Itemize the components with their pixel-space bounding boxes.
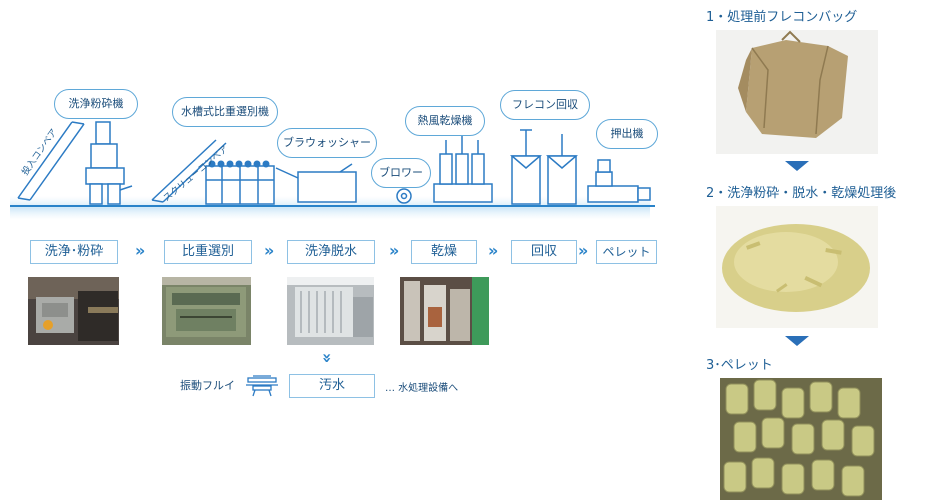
flow-arrow-2: » bbox=[264, 241, 274, 260]
brush-washer-bubble: ブラウォッシャー bbox=[277, 128, 377, 158]
flow-arrow-1: » bbox=[135, 241, 145, 260]
stage2-title: 2・洗浄粉砕・脱水・乾燥処理後 bbox=[706, 186, 897, 201]
hot-air-dryer-bubble: 熱風乾燥機 bbox=[405, 106, 485, 136]
stage1-title: 1・処理前フレコンバッグ bbox=[706, 10, 858, 25]
washing-crusher-bubble: 洗浄粉砕機 bbox=[54, 89, 138, 119]
vibrating-sieve-icon bbox=[246, 375, 278, 397]
extruder-bubble: 押出機 bbox=[596, 119, 658, 149]
flecon-recovery-graphic bbox=[509, 129, 579, 205]
photo-gravity-separator bbox=[162, 277, 251, 345]
photo-crushed-flakes bbox=[716, 206, 878, 328]
photo-washing-crusher bbox=[28, 277, 119, 345]
input-conveyor-graphic bbox=[17, 121, 85, 201]
brush-washer-graphic bbox=[275, 163, 357, 203]
blower-graphic bbox=[396, 188, 412, 204]
flow-step-wash-dewater: 洗浄脱水 bbox=[287, 240, 375, 264]
rotor-row-graphic bbox=[208, 160, 270, 168]
water-treatment-note: … 水処理設備へ bbox=[385, 383, 459, 394]
water-tank-separator-bubble: 水槽式比重選別機 bbox=[172, 97, 278, 127]
wastewater-box: 汚水 bbox=[289, 374, 375, 398]
screw-conveyor-graphic bbox=[151, 139, 227, 203]
flow-step-wash-crush: 洗浄･粉砕 bbox=[30, 240, 118, 264]
flow-arrow-4: » bbox=[488, 241, 498, 260]
flow-arrow-5: » bbox=[578, 241, 588, 260]
extruder-graphic bbox=[587, 159, 651, 203]
wastewater-down-arrow: » bbox=[318, 352, 338, 361]
photo-hot-air-dryer bbox=[400, 277, 489, 345]
hot-air-dryer-graphic bbox=[433, 136, 493, 203]
blower-bubble: ブロワー bbox=[371, 158, 431, 188]
flow-step-gravity-separation: 比重選別 bbox=[164, 240, 252, 264]
vibrating-sieve-label: 振動フルイ bbox=[180, 379, 235, 392]
photo-pellets bbox=[720, 378, 882, 500]
washing-crusher-graphic bbox=[85, 121, 133, 205]
stage-arrow-2 bbox=[785, 336, 809, 346]
flow-step-recover: 回収 bbox=[511, 240, 577, 264]
photo-flecon-bag bbox=[716, 30, 878, 154]
stage-arrow-1 bbox=[785, 161, 809, 171]
flow-step-pellet: ペレット bbox=[596, 240, 657, 264]
process-illustration bbox=[10, 121, 655, 220]
water-tank-separator-graphic bbox=[205, 165, 275, 205]
flow-step-dry: 乾燥 bbox=[411, 240, 477, 264]
stage3-title: 3･ペレット bbox=[706, 358, 773, 373]
flow-arrow-3: » bbox=[389, 241, 399, 260]
photo-brush-washer bbox=[287, 277, 374, 345]
flecon-recovery-bubble: フレコン回収 bbox=[500, 90, 590, 120]
